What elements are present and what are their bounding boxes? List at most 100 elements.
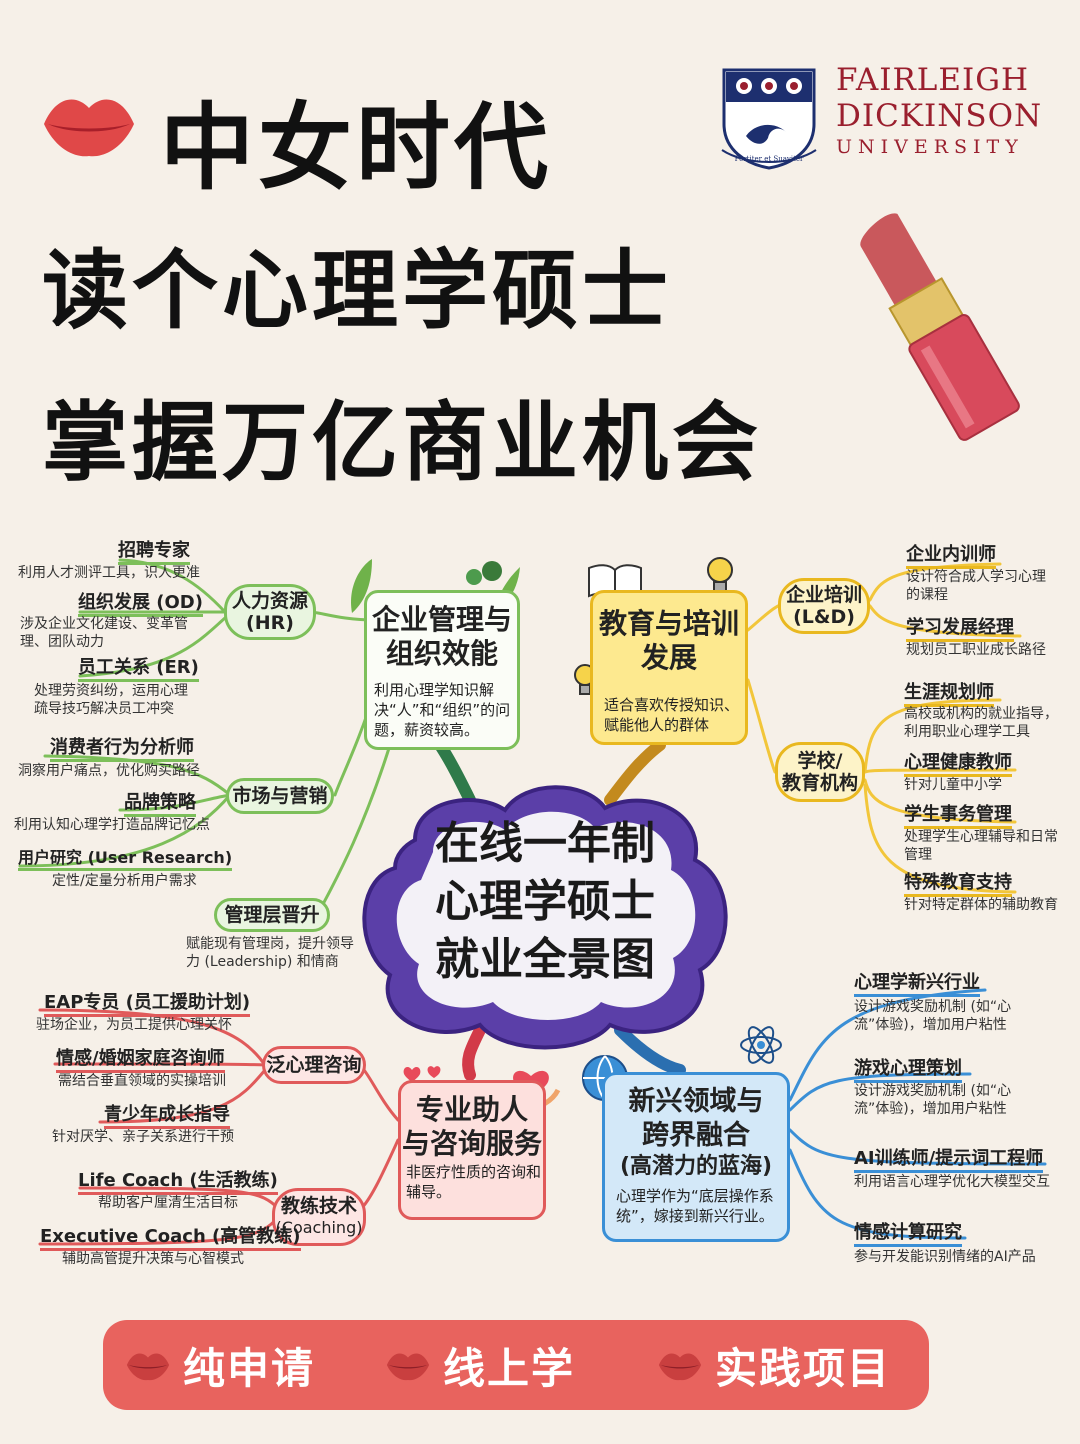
leaf-corporate-trainer-desc: 设计符合成人学习心理的课程 — [906, 569, 1046, 603]
center-title-line-2: 心理学硕士 — [435, 876, 655, 927]
leaf-brand-strategy-desc: 利用认知心理学打造品牌记忆点 — [14, 817, 210, 833]
center-cloud — [362, 785, 728, 1050]
leaf-emerging-industry[interactable]: 心理学新兴行业 — [854, 968, 980, 997]
center-title: 在线一年制 心理学硕士 就业全景图 — [395, 815, 695, 989]
category-marketing[interactable]: 市场与营销 — [226, 778, 334, 814]
leaf-consumer-analyst[interactable]: 消费者行为分析师 — [50, 733, 194, 762]
category-general-counseling-label: 泛心理咨询 — [266, 1054, 362, 1076]
branch-education[interactable]: 教育与培训 发展 — [590, 590, 748, 745]
category-school-line-1: 学校/ — [797, 750, 843, 772]
branch-emerging-title-2: 跨界融合 — [642, 1120, 750, 1151]
lightbulb-icon — [707, 557, 733, 593]
leaf-od-desc: 涉及企业文化建设、变革管理、团队动力 — [20, 616, 188, 650]
leaf-executive-coach-desc: 辅助高管提升决策与心智模式 — [62, 1251, 244, 1267]
category-hr-line-1: 人力资源 — [231, 590, 308, 612]
leaf-student-affairs[interactable]: 学生事务管理 — [904, 800, 1012, 829]
leaf-eap-desc: 驻场企业，为员工提供心理关怀 — [36, 1017, 232, 1033]
branch-business-desc: 利用心理学知识解决“人”和“组织”的问题，薪资较高。 — [374, 681, 511, 739]
leaf-ld-manager[interactable]: 学习发展经理 — [906, 613, 1014, 642]
branch-emerging-desc: 心理学作为“底层操作系统”，嫁接到新兴行业。 — [616, 1187, 774, 1225]
leaf-affective-computing[interactable]: 情感计算研究 — [854, 1218, 962, 1247]
leaf-special-education-desc: 针对特定群体的辅助教育 — [904, 897, 1058, 913]
category-corporate-training[interactable]: 企业培训 (L&D) — [778, 578, 870, 634]
lips-icon — [386, 1353, 430, 1381]
leaf-recruiting-desc: 利用人才测评工具，识人更准 — [18, 565, 200, 581]
leaf-special-education[interactable]: 特殊教育支持 — [904, 868, 1012, 897]
footer-item-3[interactable]: 实践项目 — [657, 1320, 891, 1410]
leaf-marriage-counselor[interactable]: 情感/婚姻家庭咨询师 — [56, 1044, 225, 1073]
leaf-marriage-counselor-desc: 需结合垂直领域的实操培训 — [58, 1073, 226, 1089]
branch-business-title-2: 组织效能 — [385, 637, 498, 670]
university-name-line-1: FAIRLEIGH — [836, 62, 1030, 98]
leaf-er[interactable]: 员工关系 (ER) — [78, 653, 199, 682]
leaf-youth-guidance-desc: 针对厌学、亲子关系进行干预 — [52, 1129, 234, 1145]
leaf-corporate-trainer[interactable]: 企业内训师 — [906, 540, 996, 569]
leaf-game-psych[interactable]: 游戏心理策划 — [854, 1054, 962, 1083]
leaf-student-affairs-desc: 处理学生心理辅导和日常管理 — [904, 829, 1058, 863]
category-general-counseling[interactable]: 泛心理咨询 — [262, 1046, 366, 1084]
category-coaching-line-1: 教练技术 — [280, 1195, 357, 1217]
atom-icon — [740, 1026, 782, 1064]
leaf-emerging-industry-desc: 设计游戏奖励机制 (如“心流”体验)，增加用户粘性 — [854, 999, 1012, 1033]
category-coaching-line-2: (Coaching) — [275, 1218, 363, 1237]
leaf-mental-health-teacher-desc: 针对儿童中小学 — [904, 777, 1002, 793]
category-management-label: 管理层晋升 — [224, 904, 320, 926]
branch-emerging-title-1: 新兴领域与 — [628, 1086, 764, 1117]
university-name-line-2: DICKINSON — [836, 98, 1043, 134]
leaf-od[interactable]: 组织发展 (OD) — [78, 588, 203, 617]
hearts-icon — [403, 1066, 441, 1082]
svg-text:Fortiter et Suaviter: Fortiter et Suaviter — [735, 155, 804, 163]
footer-item-2-label: 线上学 — [443, 1343, 576, 1393]
center-title-line-1: 在线一年制 — [435, 818, 655, 869]
footer-item-1[interactable]: 纯申请 — [125, 1320, 315, 1410]
branch-education-title-1: 教育与培训 — [598, 607, 739, 640]
leaf-user-research[interactable]: 用户研究 (User Research) — [18, 844, 233, 871]
leaf-user-research-desc: 定性/定量分析用户需求 — [52, 873, 197, 889]
title-line-2: 读个心理学硕士 — [42, 241, 672, 341]
footer-item-2[interactable]: 线上学 — [385, 1320, 575, 1410]
category-school[interactable]: 学校/ 教育机构 — [775, 742, 865, 802]
branch-counseling-title-1: 专业助人 — [415, 1093, 528, 1126]
branch-counseling-desc: 非医疗性质的咨询和辅导。 — [406, 1163, 542, 1201]
footer-item-3-label: 实践项目 — [715, 1343, 892, 1393]
leaf-game-psych-desc: 设计游戏奖励机制 (如“心流”体验)，增加用户粘性 — [854, 1083, 1012, 1117]
leaf-life-coach[interactable]: Life Coach (生活教练) — [78, 1166, 278, 1195]
footer-item-1-label: 纯申请 — [183, 1343, 316, 1393]
leaf-eap[interactable]: EAP专员 (员工援助计划) — [44, 988, 251, 1017]
leaf-mental-health-teacher[interactable]: 心理健康教师 — [904, 748, 1012, 777]
category-hr[interactable]: 人力资源 (HR) — [224, 584, 316, 640]
branch-business-title-1: 企业管理与 — [371, 603, 512, 636]
leaf-ld-manager-desc: 规划员工职业成长路径 — [906, 642, 1046, 658]
leaf-executive-coach[interactable]: Executive Coach (高管教练) — [40, 1222, 301, 1251]
leaf-affective-computing-desc: 参与开发能识别情绪的AI产品 — [854, 1249, 1036, 1265]
leaf-recruiting[interactable]: 招聘专家 — [118, 536, 190, 565]
leaf-consumer-analyst-desc: 洞察用户痛点，优化购买路径 — [18, 763, 200, 779]
category-coaching[interactable]: 教练技术 (Coaching) — [272, 1188, 366, 1246]
branch-emerging[interactable]: 新兴领域与 跨界融合 (高潜力的蓝海) — [602, 1072, 790, 1242]
category-school-line-2: 教育机构 — [781, 772, 858, 794]
leaf-youth-guidance[interactable]: 青少年成长指导 — [104, 1100, 230, 1129]
lipstick-icon — [860, 213, 1020, 441]
category-hr-line-2: (HR) — [246, 612, 294, 634]
leaf-brand-strategy[interactable]: 品牌策略 — [124, 788, 196, 817]
title-line-1: 中女时代 — [160, 94, 553, 203]
leaf-er-desc: 处理劳资纠纷，运用心理疏导技巧解决员工冲突 — [34, 683, 188, 717]
leaf-career-planner[interactable]: 生涯规划师 — [904, 678, 994, 707]
university-name-line-3: UNIVERSITY — [836, 136, 1024, 158]
title-line-3: 掌握万亿商业机会 — [42, 393, 762, 493]
category-management-desc: 赋能现有管理岗，提升领导力 (Leadership) 和情商 — [186, 936, 354, 970]
leaf-ai-trainer[interactable]: AI训练师/提示词工程师 — [854, 1144, 1044, 1173]
branch-emerging-title-3: (高潜力的蓝海) — [619, 1154, 773, 1179]
category-management[interactable]: 管理层晋升 — [214, 898, 330, 932]
leaf-life-coach-desc: 帮助客户厘清生活目标 — [98, 1195, 238, 1211]
leaf-career-planner-desc: 高校或机构的就业指导，利用职业心理学工具 — [904, 706, 1058, 740]
branch-education-title-2: 发展 — [640, 641, 697, 674]
category-marketing-label: 市场与营销 — [232, 785, 328, 807]
category-corporate-training-line-1: 企业培训 — [785, 584, 862, 606]
university-crest-icon: Fortiter et Suaviter — [721, 68, 817, 170]
leaf-ai-trainer-desc: 利用语言心理学优化大模型交互 — [854, 1174, 1050, 1190]
branch-counseling-title-2: 与咨询服务 — [401, 1127, 542, 1160]
footer-bar: 纯申请 线上学 实践项目 — [103, 1320, 929, 1410]
branch-counseling[interactable]: 专业助人 与咨询服务 — [398, 1080, 546, 1220]
branch-business[interactable]: 企业管理与 组织效能 — [364, 590, 520, 750]
